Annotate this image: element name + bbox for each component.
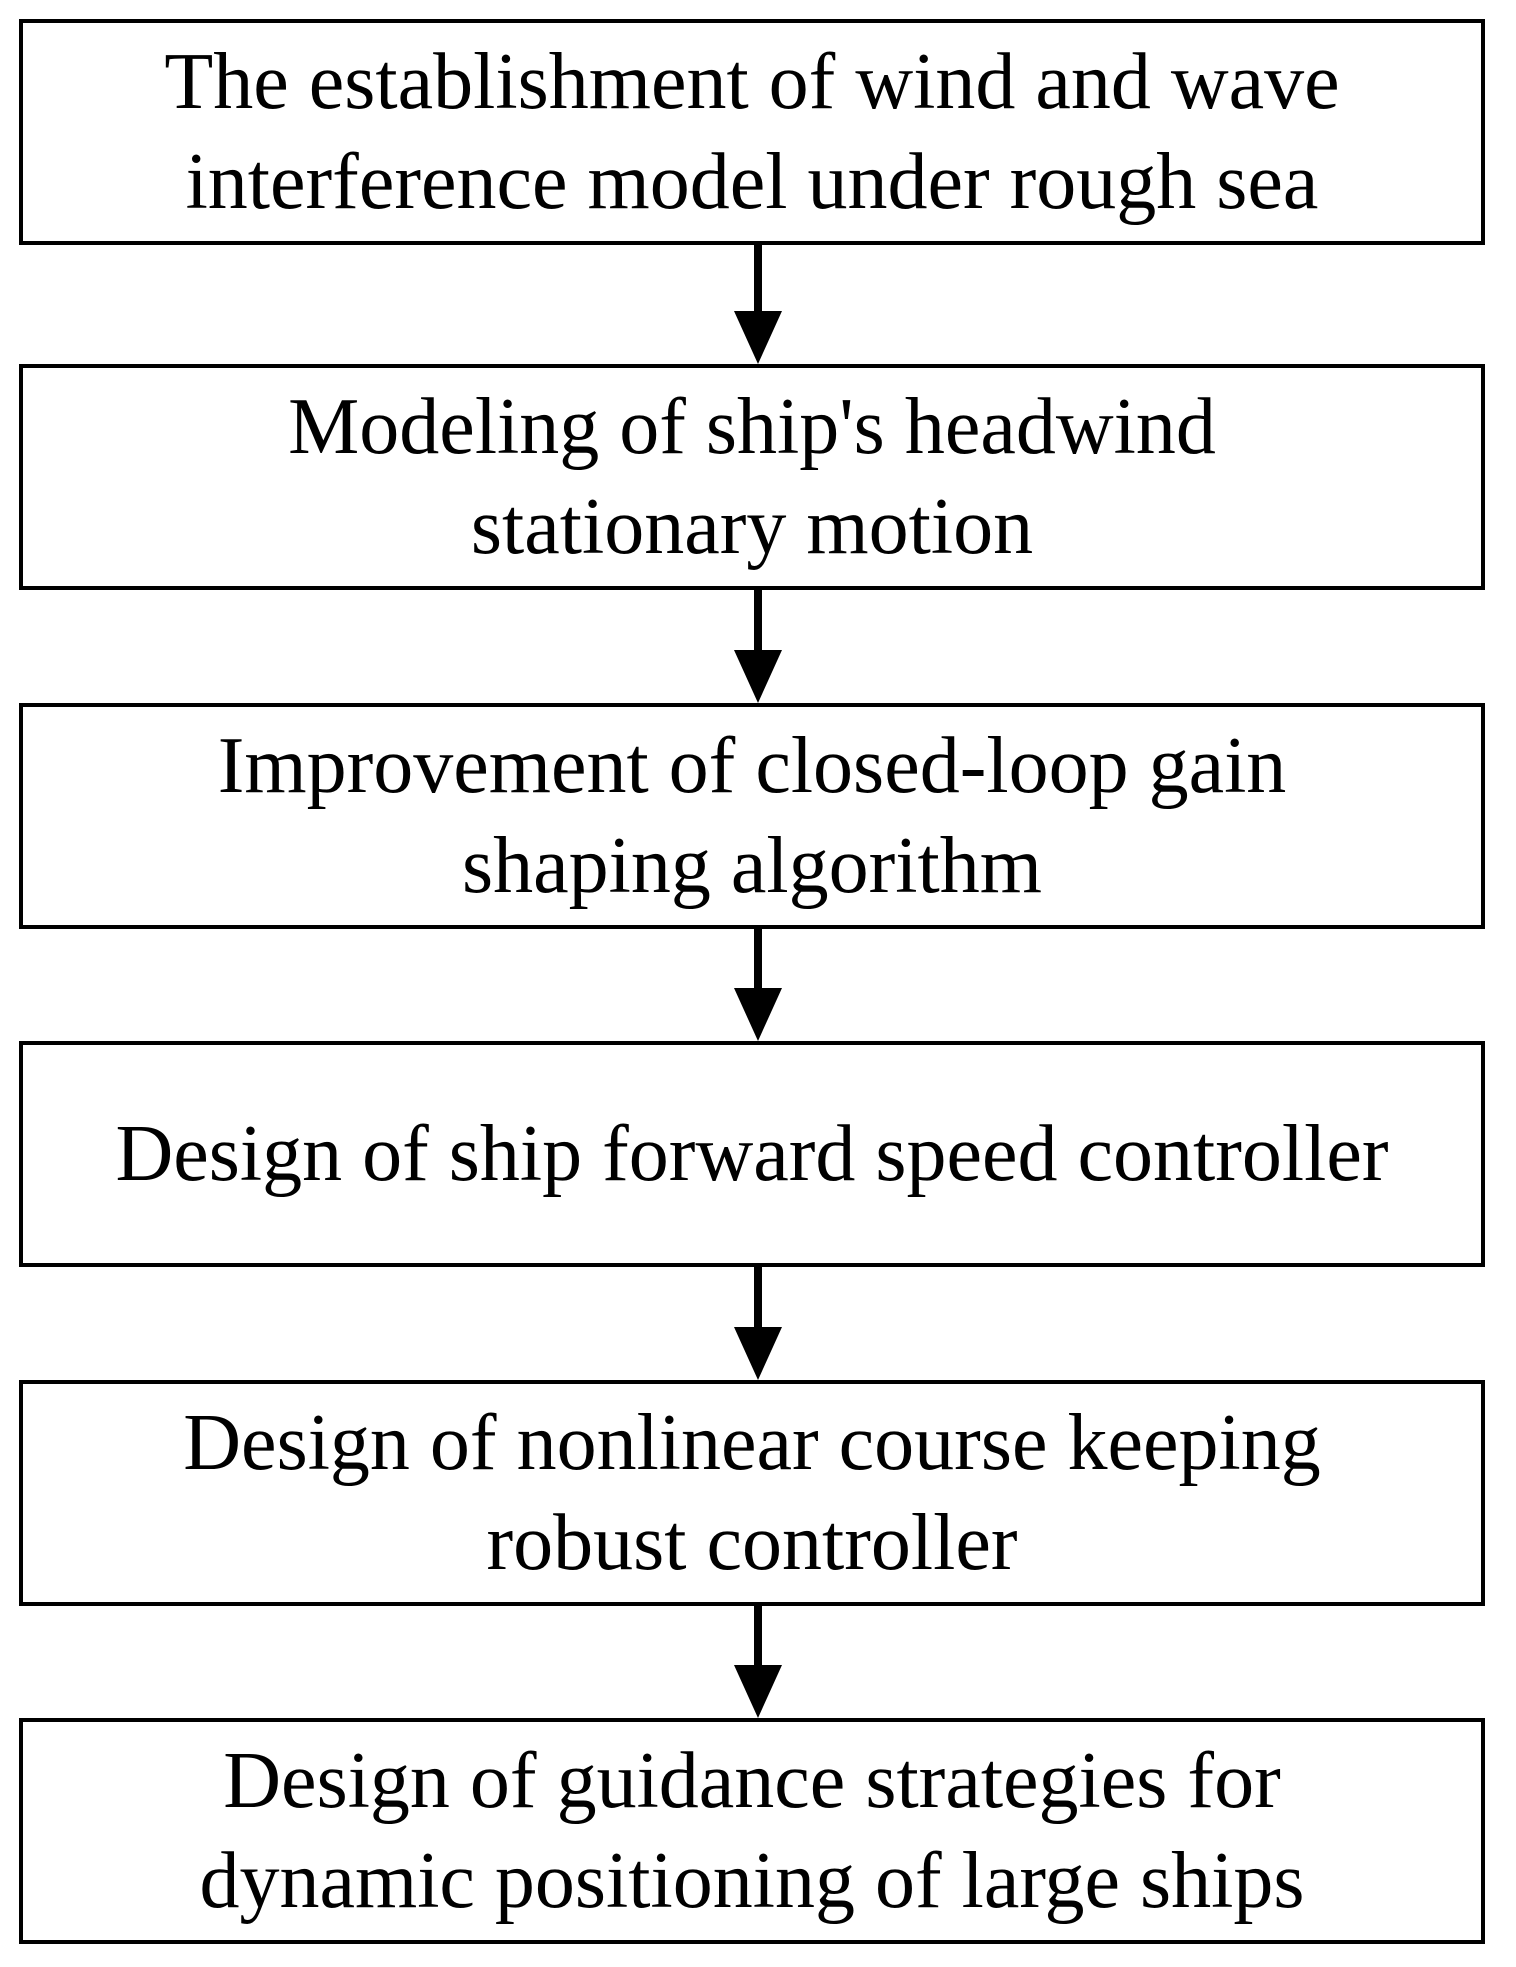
step-label: Improvement of closed-loop gain shaping … bbox=[218, 716, 1287, 916]
down-arrow-icon bbox=[734, 929, 782, 1041]
step-label-line: Modeling of ship's headwind bbox=[288, 383, 1216, 471]
step-label-line: Design of guidance strategies for bbox=[223, 1737, 1281, 1825]
step-box-guidance-strategies: Design of guidance strategies for dynami… bbox=[19, 1718, 1485, 1944]
step-label: The establishment of wind and wave inter… bbox=[164, 32, 1339, 232]
step-label-line: interference model under rough sea bbox=[185, 138, 1319, 226]
step-label-line: dynamic positioning of large ships bbox=[199, 1837, 1305, 1925]
step-box-course-keeping: Design of nonlinear course keeping robus… bbox=[19, 1380, 1485, 1606]
step-label-line: shaping algorithm bbox=[462, 822, 1042, 910]
step-label-line: The establishment of wind and wave bbox=[164, 38, 1340, 126]
down-arrow-icon bbox=[734, 245, 782, 364]
step-box-wind-wave-model: The establishment of wind and wave inter… bbox=[19, 19, 1485, 245]
step-label-line: stationary motion bbox=[470, 483, 1034, 571]
step-box-headwind-motion: Modeling of ship's headwind stationary m… bbox=[19, 364, 1485, 590]
down-arrow-icon bbox=[734, 1267, 782, 1380]
step-label-line: Design of ship forward speed controller bbox=[115, 1110, 1389, 1198]
down-arrow-icon bbox=[734, 590, 782, 703]
step-label-line: Improvement of closed-loop gain bbox=[217, 722, 1287, 810]
step-label: Design of nonlinear course keeping robus… bbox=[183, 1393, 1320, 1593]
step-label-line: robust controller bbox=[486, 1499, 1018, 1587]
step-label: Design of ship forward speed controller bbox=[116, 1104, 1389, 1204]
step-box-gain-shaping: Improvement of closed-loop gain shaping … bbox=[19, 703, 1485, 929]
step-label: Design of guidance strategies for dynami… bbox=[199, 1731, 1304, 1931]
step-box-speed-controller: Design of ship forward speed controller bbox=[19, 1041, 1485, 1267]
step-label: Modeling of ship's headwind stationary m… bbox=[288, 377, 1216, 577]
down-arrow-icon bbox=[734, 1606, 782, 1718]
step-label-line: Design of nonlinear course keeping bbox=[183, 1399, 1321, 1487]
